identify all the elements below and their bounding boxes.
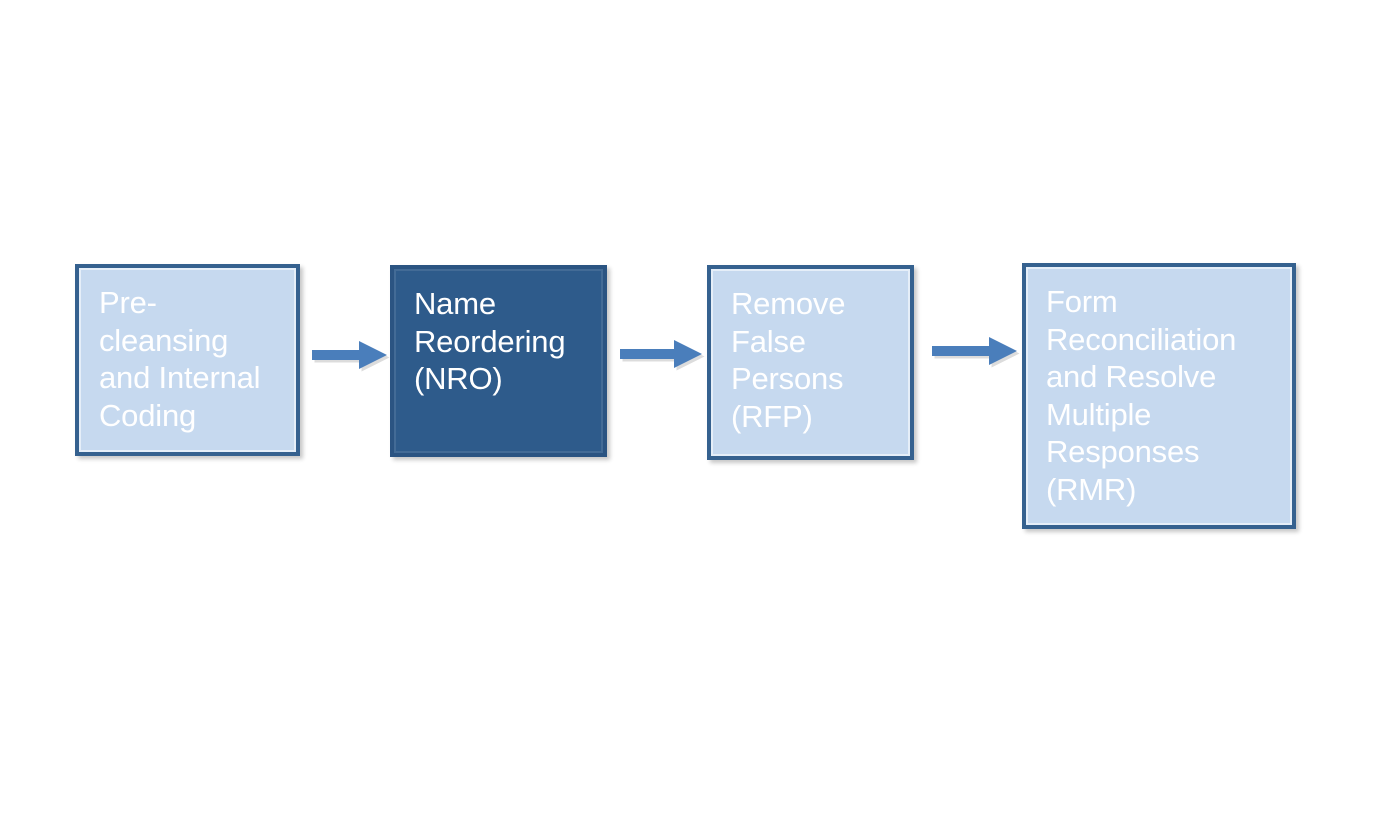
box-inner-bevel bbox=[79, 268, 296, 452]
process-node-remove-false-persons[interactable]: Remove False Persons (RFP) bbox=[707, 265, 914, 460]
right-arrow-icon bbox=[932, 337, 1020, 368]
flow-connector-arrow-1 bbox=[312, 341, 390, 375]
box-inner-bevel bbox=[711, 269, 910, 456]
flow-connector-arrow-3 bbox=[932, 337, 1021, 371]
right-arrow-icon bbox=[312, 341, 390, 372]
process-node-name-reordering[interactable]: Name Reordering (NRO) bbox=[390, 265, 607, 457]
box-inner-bevel bbox=[394, 269, 603, 453]
process-node-label: Remove False Persons (RFP) bbox=[731, 286, 846, 434]
box-inner-bevel bbox=[1026, 267, 1292, 525]
flow-connector-arrow-2 bbox=[620, 340, 706, 374]
process-node-form-reconciliation[interactable]: Form Reconciliation and Resolve Multiple… bbox=[1022, 263, 1296, 529]
process-node-label: Pre- cleansing and Internal Coding bbox=[99, 285, 261, 433]
process-node-label: Name Reordering (NRO) bbox=[414, 286, 566, 396]
process-node-label: Form Reconciliation and Resolve Multiple… bbox=[1046, 284, 1237, 507]
process-node-pre-cleansing[interactable]: Pre- cleansing and Internal Coding bbox=[75, 264, 300, 456]
right-arrow-icon bbox=[620, 340, 705, 371]
